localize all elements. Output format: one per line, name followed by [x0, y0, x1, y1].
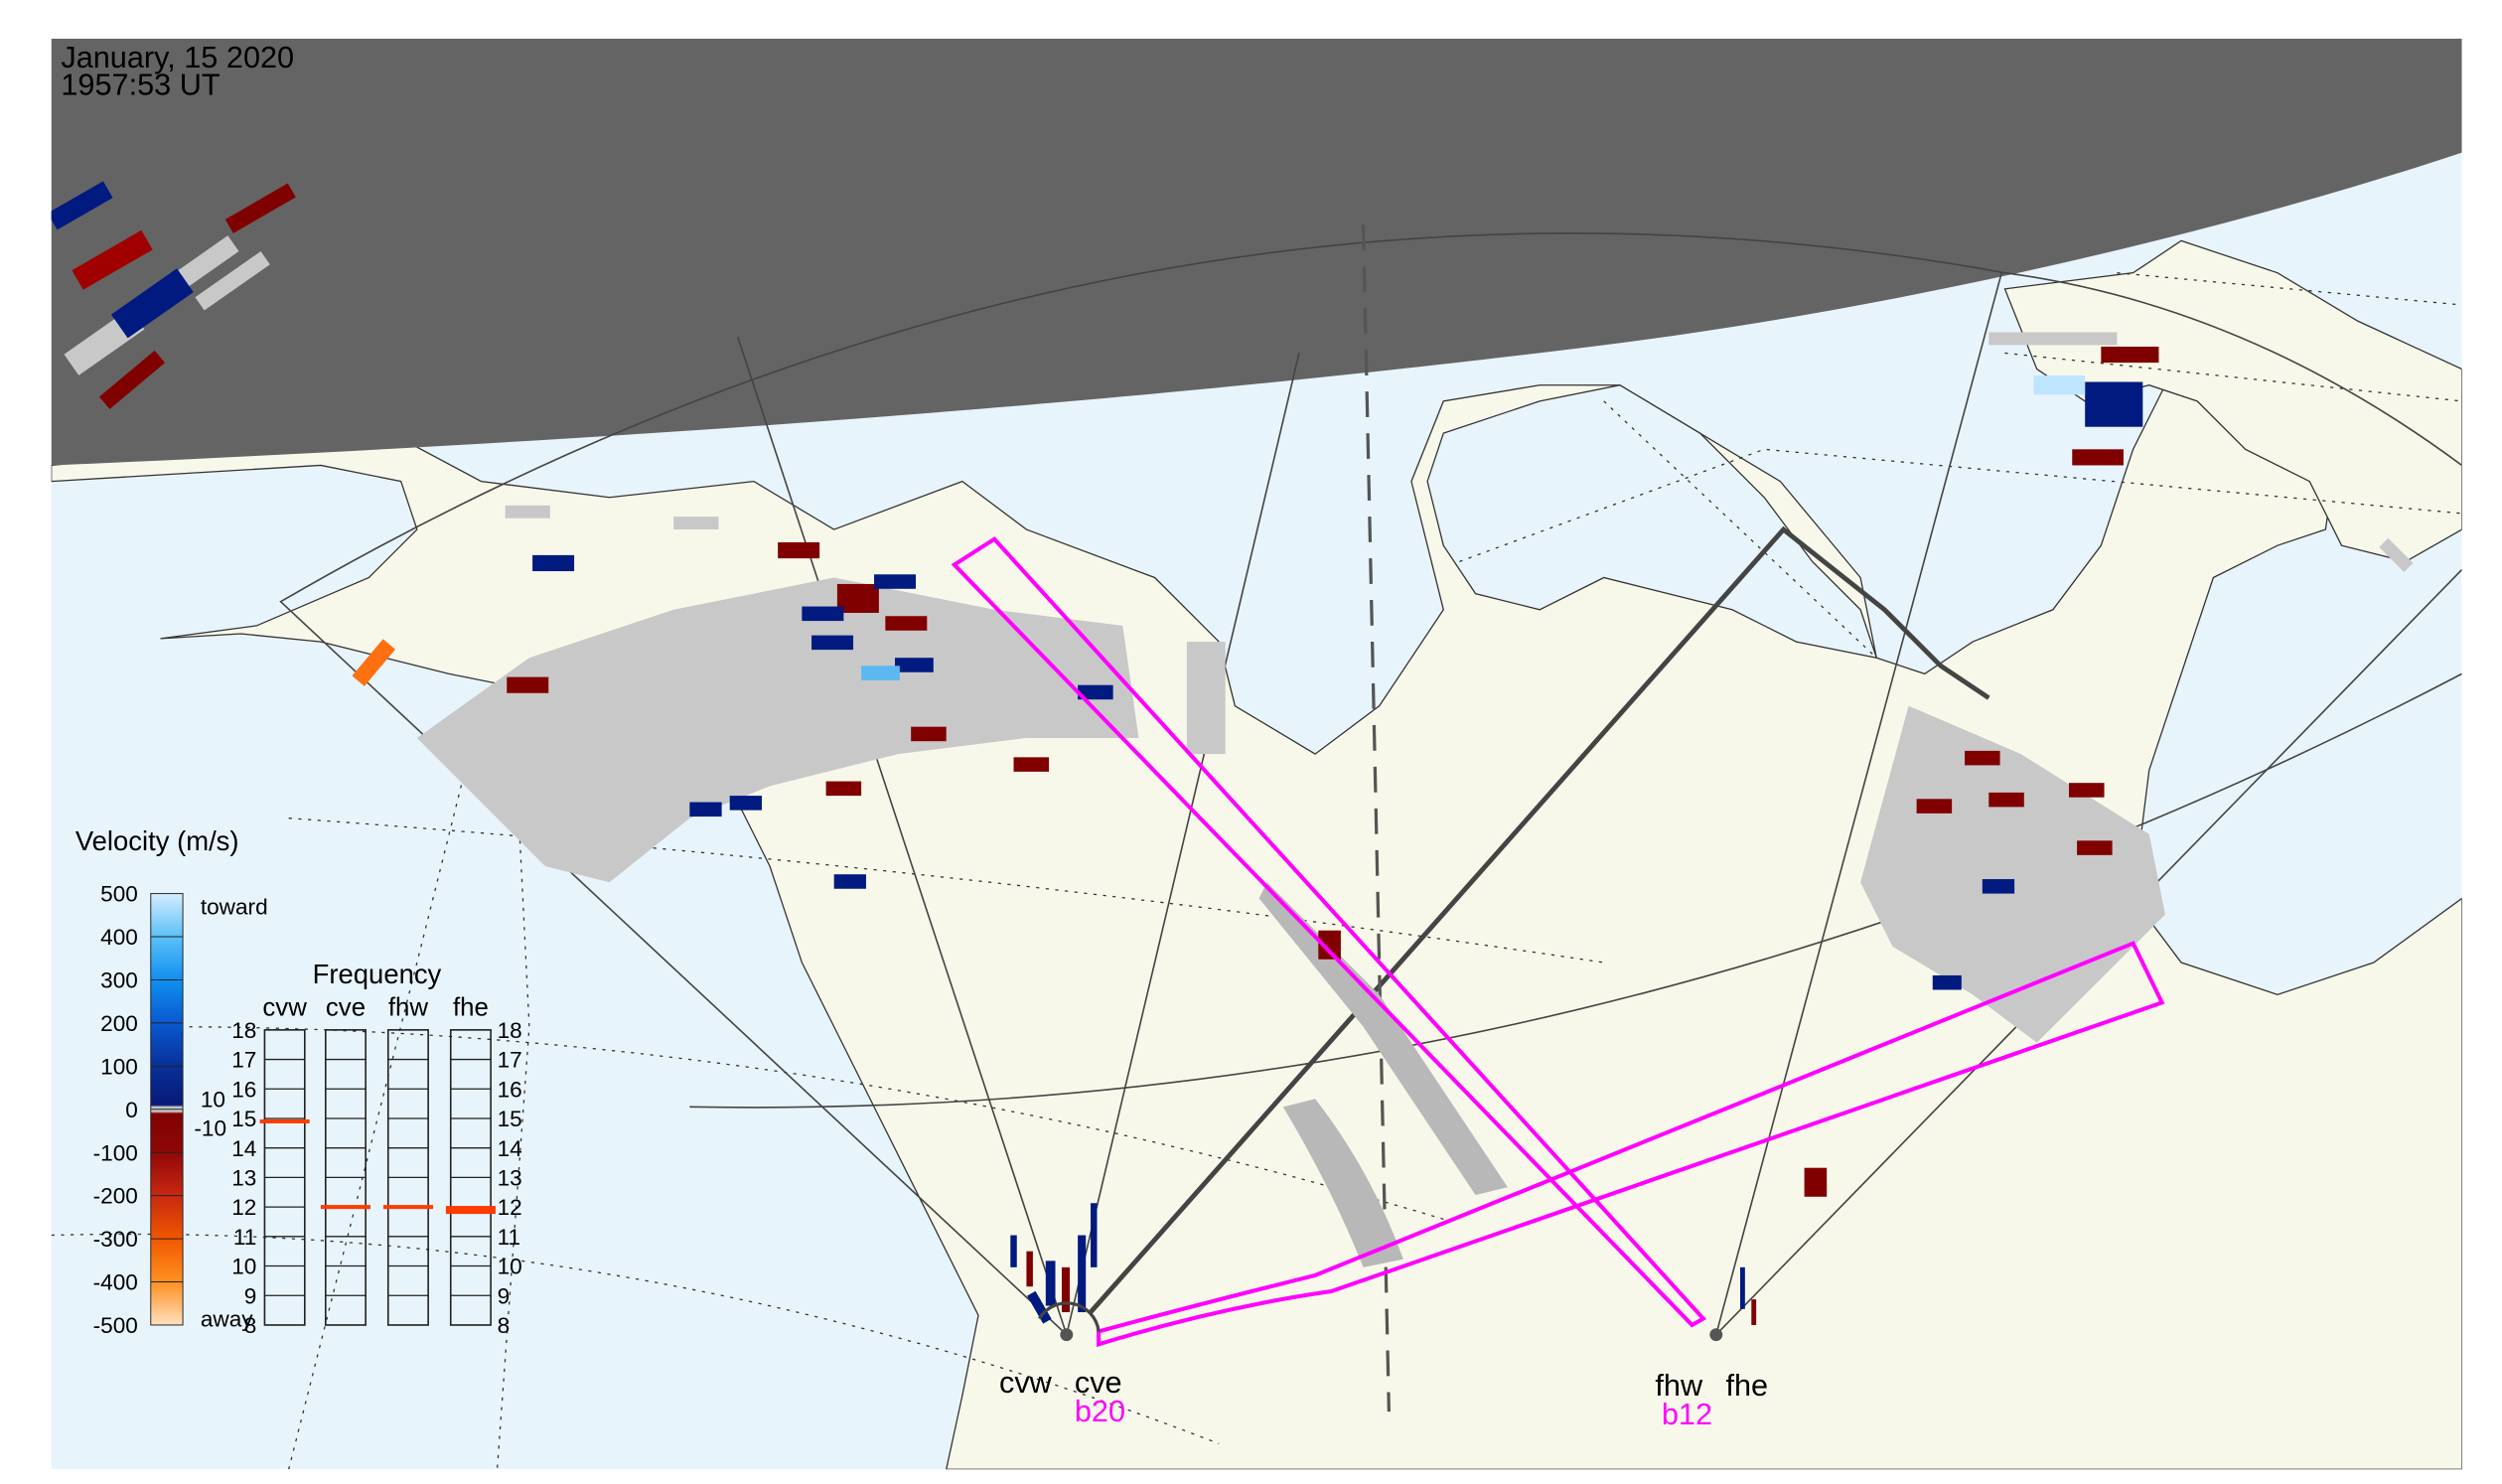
velocity-tick-label: 0: [125, 1098, 138, 1122]
velocity-tick-label: 500: [100, 882, 138, 907]
velocity-legend-title: Velocity (m/s): [75, 825, 239, 856]
radar-label-fhw: fhw: [1655, 1368, 1703, 1403]
fov-cve-thick: [1089, 525, 1990, 1314]
freq-tick-left: 15: [231, 1107, 256, 1131]
freq-tick-right: 15: [498, 1107, 522, 1131]
freq-tick-right: 12: [498, 1195, 522, 1220]
radar-label-cvw: cvw: [999, 1365, 1053, 1400]
freq-marker-fhw: [382, 1205, 433, 1210]
freq-tick-right: 8: [498, 1313, 511, 1338]
time-label: 1957:53 UT: [61, 67, 221, 101]
frequency-title: Frequency: [313, 959, 442, 989]
freq-tick-left: 11: [233, 1225, 256, 1250]
land-hudson-bay: [1426, 384, 1878, 660]
freq-tick-left: 13: [231, 1165, 256, 1190]
velocity-tick-label: -500: [93, 1313, 138, 1338]
night-region: [51, 38, 2462, 466]
freq-tick-right: 14: [498, 1136, 522, 1161]
velocity-cells: [51, 181, 2159, 1325]
date-label: January, 15 2020: [61, 40, 294, 74]
freq-tick-left: 8: [244, 1313, 257, 1338]
freq-tick-left: 14: [231, 1136, 256, 1161]
velocity-tick-label: 100: [100, 1054, 138, 1079]
away-label: away: [201, 1307, 253, 1332]
dateline: [1361, 224, 1391, 1412]
freq-tick-left: 10: [231, 1255, 256, 1279]
freq-marker-cve: [320, 1205, 371, 1210]
map-area: [51, 38, 2462, 1470]
freq-column-label-cve: cve: [326, 993, 366, 1021]
velocity-tick-label: -400: [93, 1270, 138, 1295]
freq-column-label-cvw: cvw: [262, 993, 307, 1021]
freq-tick-right: 18: [498, 1018, 522, 1043]
frequency-panel: Frequency 18 18 17 17 16 16 15 15 14 14 13 13 12 12 11…: [231, 959, 521, 1338]
freq-marker-cvw: [259, 1118, 310, 1123]
beam-b12-outline: [951, 536, 1707, 1328]
beam-label-b20: b20: [1075, 1394, 1125, 1428]
gs-label-10: 10: [201, 1087, 225, 1112]
beam-label-b12: b12: [1662, 1397, 1712, 1431]
velocity-tick-label: 400: [100, 925, 138, 950]
freq-tick-left: 12: [231, 1195, 256, 1220]
freq-tick-right: 13: [498, 1165, 522, 1190]
freq-tick-right: 9: [498, 1283, 511, 1308]
freq-tick-right: 10: [498, 1255, 522, 1279]
beam-b20-outline: [1097, 941, 2165, 1348]
velocity-tick-label: -200: [93, 1184, 138, 1209]
velocity-legend: Velocity (m/s) 500 400 300 200 100 0 -100 -200 -…: [75, 825, 268, 1338]
freq-marker-fhe: [445, 1206, 496, 1215]
freq-tick-left: 16: [231, 1077, 256, 1102]
field-of-view-outlines: [279, 232, 2462, 1336]
toward-label: toward: [201, 895, 268, 920]
radar-site-christmas-valley: [1060, 1328, 1074, 1342]
site-arc: [1037, 1301, 1101, 1332]
ground-scatter: [64, 235, 2414, 1267]
velocity-tick-label: 200: [100, 1011, 138, 1036]
radar-label-fhe: fhe: [1725, 1368, 1768, 1403]
velocity-tick-label: -300: [93, 1227, 138, 1252]
gs-label-minus10: -10: [194, 1115, 226, 1140]
radar-site-fort-hays: [1709, 1328, 1723, 1342]
freq-column-label-fhw: fhw: [388, 993, 429, 1021]
freq-tick-right: 11: [498, 1225, 520, 1250]
freq-tick-right: 16: [498, 1077, 522, 1102]
beam-outlines: [951, 536, 2165, 1348]
freq-tick-left: 9: [244, 1283, 257, 1308]
velocity-tick-label: -100: [93, 1140, 138, 1165]
freq-tick-left: 18: [231, 1018, 256, 1043]
radar-label-cve: cve: [1075, 1365, 1122, 1400]
velocity-tick-label: 300: [100, 968, 138, 993]
freq-tick-left: 17: [231, 1048, 256, 1073]
freq-column-label-fhe: fhe: [453, 993, 489, 1021]
freq-tick-right: 17: [498, 1048, 522, 1073]
